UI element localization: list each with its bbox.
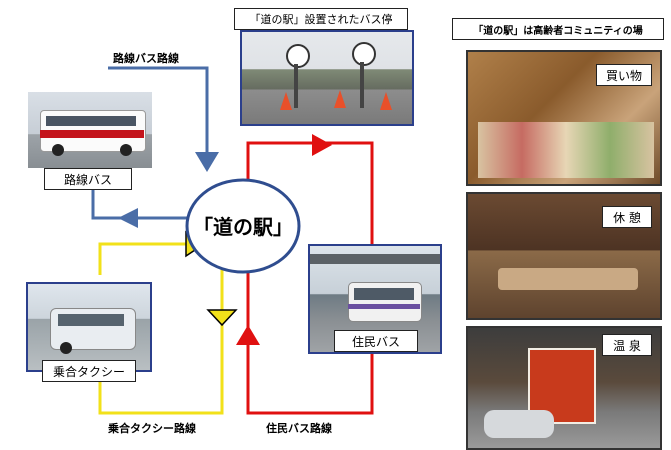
bus-stop-pole-left [294,64,298,108]
route-bus-line-bottom [91,183,188,220]
taxi-van-wheel [60,342,72,354]
bus-wheel-front [52,144,64,156]
shop-shelves [478,122,654,178]
shared-taxi-photo [26,282,152,372]
resident-bus-route-label: 住民バス路線 [266,422,332,435]
route-bus-arrow-left [118,208,138,228]
route-bus-photo [28,92,152,168]
minibus-windows [354,288,414,300]
resident-bus-arrow-up [236,325,260,345]
route-bus-line-top [108,66,209,155]
resident-bus-line-top [246,141,374,244]
onsen-sign [528,348,596,424]
bus-stop-caption: 「道の駅」設置されたバス停 [234,8,408,30]
parked-car [484,410,554,438]
bus-stop-photo [240,30,414,126]
minibus-stripe [348,304,420,309]
bus-wheel-rear [120,144,132,156]
shelter-roof [310,254,440,264]
bus-windows [46,116,136,126]
resident-bus-label: 住民バス [334,330,418,352]
route-bus-arrow-down [195,152,219,172]
resident-bus-arrow-right [312,134,332,156]
rest-table [498,268,638,290]
rest-label: 休 憩 [602,206,652,228]
taxi-line-bottom [98,265,224,415]
taxi-arrow-down [206,309,238,327]
center-circle [185,178,301,274]
onsen-label: 温 泉 [602,334,652,356]
community-title-text: 「道の駅」は高齢者コミュニティの場 [473,25,643,37]
traffic-cone-1 [280,92,292,110]
bus-stop-sign-left [286,44,310,68]
route-bus-route-label: 路線バス路線 [113,52,179,65]
center-label: 「道の駅」 [193,215,293,239]
bus-stripe [40,130,144,138]
taxi-line-top [98,242,190,275]
community-title: 「道の駅」は高齢者コミュニティの場 [452,18,664,40]
bus-stop-sign-right [352,42,376,66]
bus-stop-pole-right [360,62,364,108]
shopping-label: 買い物 [596,64,652,86]
taxi-van-window [58,314,124,326]
bus-stop-caption-text: 「道の駅」設置されたバス停 [249,13,393,26]
shared-taxi-route-label: 乗合タクシー路線 [108,422,196,435]
traffic-cone-2 [334,90,346,108]
shared-taxi-label: 乗合タクシー [42,360,136,382]
traffic-cone-3 [380,92,392,110]
route-bus-label: 路線バス [44,168,132,190]
